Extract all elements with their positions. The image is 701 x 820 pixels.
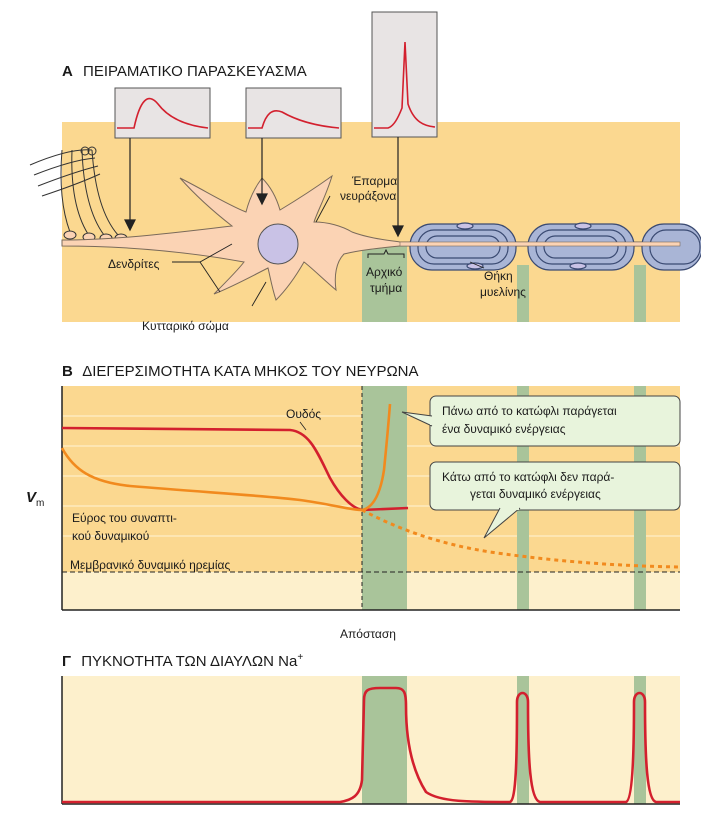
recording-arrows <box>124 137 404 238</box>
threshold-leader <box>299 421 307 431</box>
inset-soma <box>245 87 342 139</box>
nucleus <box>257 223 299 265</box>
callout-above-line-2: ένα δυναμικό ενέργειας <box>442 422 566 436</box>
callout-above-threshold: Πάνω από το κατώφλι παράγεται ένα δυναμι… <box>401 395 681 447</box>
myelin-label-1: Θήκη <box>484 269 513 283</box>
node-band-a-1 <box>517 265 529 322</box>
neuron-body <box>61 174 681 301</box>
cell-body-label: Κυτταρικό σώμα <box>142 319 229 333</box>
sodium-channel-density-curve <box>62 686 680 804</box>
panel-b: Β ΔΙΕΓΕΡΣΙΜΟΤΗΤΑ ΚΑΤΑ ΜΗΚΟΣ ΤΟΥ ΝΕΥΡΩΝΑ <box>26 363 681 641</box>
node-band-c-2 <box>634 676 646 804</box>
y-axis-label: V <box>26 489 38 506</box>
myelin-sheaths <box>409 222 701 271</box>
svg-text:Α ΠΕΙΡΑΜΑΤΙΚΟ ΠΑΡΑΣΚΕΥΑΣ: Α ΠΕΙΡΑΜΑΤΙΚΟ ΠΑΡΑΣΚΕΥΑΣΜΑ <box>62 63 307 80</box>
initial-segment-band-c <box>362 676 407 804</box>
subthreshold-decay-curve <box>361 508 681 569</box>
node-band-c-1 <box>517 676 529 804</box>
threshold-curve <box>61 426 409 512</box>
node-band-a-2 <box>634 265 646 322</box>
panel-a-title: ΠΕΙΡΑΜΑΤΙΚΟ ΠΑΡΑΣΚΕΥΑΣΜΑ <box>83 63 307 80</box>
dendrites-label: Δενδρίτες <box>108 257 160 271</box>
axon-hillock-label-2: νευράξονα <box>340 189 396 203</box>
axon <box>399 241 681 247</box>
callout-below-line-2: γεται δυναμικό ενέργειας <box>470 487 601 501</box>
resting-potential-label: Μεμβρανικό δυναμικό ηρεμίας <box>70 558 230 572</box>
panel-c-letter: Γ <box>62 653 71 670</box>
label-leaders <box>172 195 485 307</box>
inset-initial-segment <box>371 11 438 138</box>
panel-c-title: ΠΥΚΝΟΤΗΤΑ ΤΩΝ ΔΙΑΥΛΩΝ Na <box>81 653 298 670</box>
threshold-label: Ουδός <box>286 407 321 421</box>
panel-b-title: ΔΙΕΓΕΡΣΙΜΟΤΗΤΑ ΚΑΤΑ ΜΗΚΟΣ ΤΟΥ ΝΕΥΡΩΝΑ <box>82 363 418 380</box>
initial-segment-label-2: τμήμα <box>370 281 402 295</box>
amplitude-label-1: Εύρος του συναπτι- <box>72 511 177 525</box>
inset-dendrite <box>114 87 211 139</box>
x-axis-label: Απόσταση <box>340 627 396 641</box>
action-potential-curve <box>361 403 392 512</box>
callout-below-line-1: Κάτω από το κατώφλι δεν παρά- <box>442 470 614 484</box>
y-axis-subscript: m <box>36 498 44 509</box>
callout-above-line-1: Πάνω από το κατώφλι παράγεται <box>442 404 617 418</box>
axon-hillock-label-1: Έπαρμα <box>351 174 397 188</box>
panel-c: Γ ΠΥΚΝΟΤΗΤΑ ΤΩΝ ΔΙΑΥΛΩΝ Na+ <box>61 652 680 805</box>
svg-text:Γ ΠΥΚΝΟΤΗΤΑ ΤΩΝ ΔΙΑΥΛΩΝ: Γ ΠΥΚΝΟΤΗΤΑ ΤΩΝ ΔΙΑΥΛΩΝ Na+ <box>62 652 303 670</box>
initial-segment-brace <box>367 248 405 258</box>
amplitude-label-2: κού δυναμικού <box>72 529 149 543</box>
panel-b-letter: Β <box>62 363 73 380</box>
initial-segment-label-1: Αρχικό <box>366 265 403 279</box>
svg-text:Vm: Vm <box>26 489 44 509</box>
initial-segment-band-a <box>362 245 407 322</box>
initial-segment-band-b <box>362 386 407 610</box>
panel-c-title-superscript: + <box>297 652 303 663</box>
svg-text:Β ΔΙΕΓΕΡΣΙΜΟΤΗΤΑ ΚΑΤΑ ΜΗ: Β ΔΙΕΓΕΡΣΙΜΟΤΗΤΑ ΚΑΤΑ ΜΗΚΟΣ ΤΟΥ ΝΕΥΡΩΝΑ <box>62 363 419 380</box>
callout-below-threshold: Κάτω από το κατώφλι δεν παρά- γεται δυνα… <box>429 461 681 539</box>
panel-a-letter: Α <box>62 63 73 80</box>
myelin-label-2: μυελίνης <box>480 285 526 299</box>
amplitude-curve <box>60 447 363 512</box>
panel-a: Α ΠΕΙΡΑΜΑΤΙΚΟ ΠΑΡΑΣΚΕΥΑΣΜΑ <box>29 11 701 333</box>
